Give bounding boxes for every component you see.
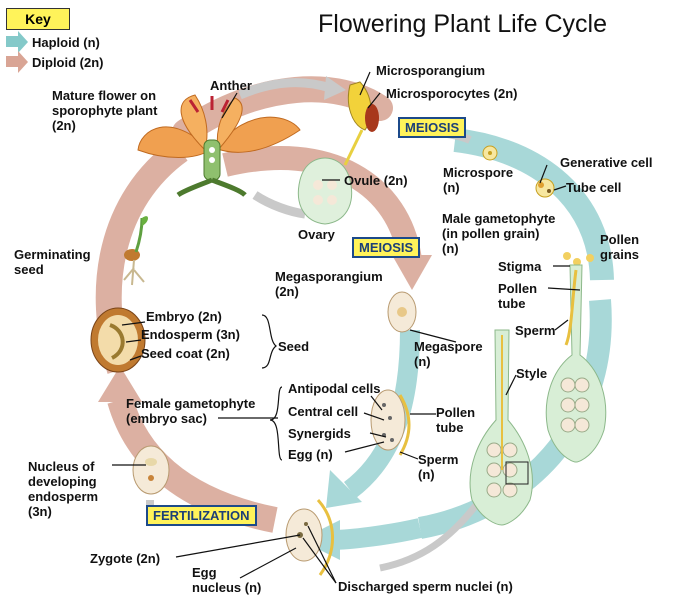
microspore-label: Microspore (n) bbox=[443, 165, 514, 195]
microsporocytes-label: Microsporocytes (2n) bbox=[386, 86, 518, 101]
style-pistil-illustration bbox=[469, 329, 533, 526]
developing-seed-illustration bbox=[132, 445, 170, 495]
seed-coat-label: Seed coat (2n) bbox=[141, 346, 230, 361]
haploid-cycle-arrow bbox=[300, 128, 614, 560]
ovary-label: Ovary bbox=[298, 227, 335, 242]
discharged-sperm-label: Discharged sperm nuclei (n) bbox=[338, 579, 513, 594]
meiosis-badge-mid: MEIOSIS bbox=[352, 237, 421, 258]
diploid-key-arrow bbox=[6, 51, 28, 73]
megasporangium-illustration bbox=[387, 291, 417, 333]
egg-nucleus-label: Egg nucleus (n) bbox=[192, 565, 262, 595]
generative-cell-label: Generative cell bbox=[560, 155, 653, 170]
embryo-label: Embryo (2n) bbox=[146, 309, 222, 324]
sperm-label-mid: Sperm (n) bbox=[418, 452, 459, 482]
key-diploid-label: Diploid (2n) bbox=[32, 55, 104, 70]
germinating-seed-label: Germinating seed bbox=[14, 247, 91, 277]
sperm-label-right: Sperm bbox=[515, 323, 556, 338]
female-gametophyte-label: Female gametophyte (embryo sac) bbox=[126, 396, 256, 426]
megasporangium-label: Megasporangium (2n) bbox=[275, 269, 383, 299]
synergids-label: Synergids bbox=[288, 426, 351, 441]
nucleus-endosperm-label: Nucleus of developing endosperm (3n) bbox=[28, 459, 99, 519]
ovary-illustration bbox=[297, 157, 353, 225]
egg-label: Egg (n) bbox=[288, 447, 333, 462]
mature-flower-label: Mature flower on sporophyte plant (2n) bbox=[52, 88, 158, 133]
stigma-label: Stigma bbox=[498, 259, 542, 274]
key-haploid-label: Haploid (n) bbox=[32, 35, 100, 50]
fertilization-badge: FERTILIZATION bbox=[146, 505, 257, 526]
key-box: Key bbox=[6, 8, 70, 30]
mature-flower-illustration bbox=[137, 94, 301, 198]
pollen-grains-on-stigma bbox=[563, 252, 594, 266]
diagram-title: Flowering Plant Life Cycle bbox=[318, 10, 608, 38]
pollen-grain-illustration bbox=[535, 178, 555, 198]
tube-cell-label: Tube cell bbox=[566, 180, 622, 195]
zygote-label: Zygote (2n) bbox=[90, 551, 161, 566]
pollen-grains-label: Pollen grains bbox=[600, 232, 640, 262]
pollen-tube-label-mid: Pollen tube bbox=[436, 405, 476, 435]
male-gametophyte-label: Male gametophyte (in pollen grain) (n) bbox=[442, 211, 556, 256]
germinating-seed-illustration bbox=[123, 216, 148, 286]
pollen-tube-label-right: Pollen tube bbox=[498, 281, 538, 311]
meiosis-badge-top: MEIOSIS bbox=[398, 117, 467, 138]
anther-label: Anther bbox=[210, 78, 252, 93]
style-label: Style bbox=[516, 366, 548, 381]
microsporangium-label: Microsporangium bbox=[376, 63, 486, 78]
seed-label: Seed bbox=[278, 339, 310, 354]
ovule-label: Ovule (2n) bbox=[344, 173, 408, 188]
antipodal-cells-label: Antipodal cells bbox=[288, 381, 381, 396]
megaspore-label: Megaspore (n) bbox=[414, 339, 483, 369]
leader-lines bbox=[112, 71, 581, 584]
endosperm-label: Endosperm (3n) bbox=[141, 327, 240, 342]
pistil-illustration bbox=[545, 264, 607, 463]
microspore-illustration bbox=[482, 145, 498, 161]
haploid-key-arrow bbox=[6, 31, 28, 53]
anther-illustration bbox=[343, 81, 379, 166]
central-cell-label: Central cell bbox=[288, 404, 359, 419]
